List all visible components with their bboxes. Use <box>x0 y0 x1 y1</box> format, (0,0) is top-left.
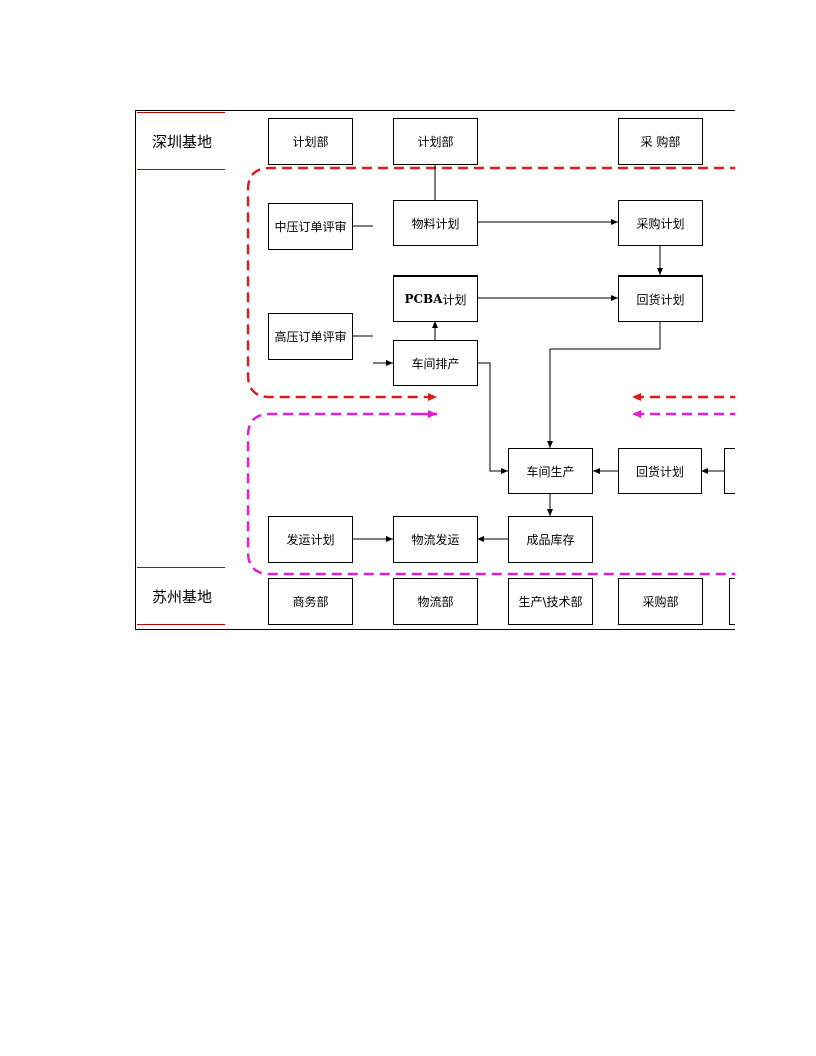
node-high-voltage-review: 高压订单评审 <box>268 313 353 360</box>
shenzhen-top-divider <box>137 112 225 113</box>
node-workshop-production: 车间生产 <box>508 448 593 494</box>
node-logistics-shipping: 物流发运 <box>393 516 478 563</box>
node-workshop-schedule: 车间排产 <box>393 340 478 386</box>
dept-procurement-top: 采 购部 <box>618 118 703 165</box>
suzhou-loop-dashed <box>246 412 735 576</box>
dept-planning-1: 计划部 <box>268 118 353 165</box>
dept-business: 商务部 <box>268 578 353 625</box>
dept-logistics: 物流部 <box>393 578 478 625</box>
dept-production-tech: 生产\技术部 <box>508 578 593 625</box>
node-procurement-plan: 采购计划 <box>618 200 703 246</box>
shenzhen-loop-dashed <box>246 166 735 401</box>
dept-procurement-bottom: 采购部 <box>618 578 703 625</box>
suzhou-top-divider <box>137 567 225 568</box>
pcba-label-prefix: PCBA <box>404 292 443 306</box>
dept-truncated-right <box>729 578 735 625</box>
pcba-label-suffix: 计划 <box>442 292 467 307</box>
shenzhen-bottom-divider <box>137 169 225 170</box>
node-shipping-plan: 发运计划 <box>268 516 353 563</box>
shenzhen-base-label: 深圳基地 <box>152 133 213 151</box>
node-mid-voltage-review: 中压订单评审 <box>268 203 353 250</box>
node-return-plan-shenzhen: 回货计划 <box>618 275 703 322</box>
suzhou-base-label: 苏州基地 <box>152 588 213 606</box>
node-return-plan-suzhou: 回货计划 <box>618 448 702 494</box>
node-material-plan: 物料计划 <box>393 200 478 246</box>
suzhou-bottom-divider <box>137 624 225 625</box>
diagram-frame <box>135 110 735 630</box>
node-truncated-right <box>724 448 735 494</box>
node-finished-inventory: 成品库存 <box>508 516 593 563</box>
dept-planning-2: 计划部 <box>393 118 478 165</box>
